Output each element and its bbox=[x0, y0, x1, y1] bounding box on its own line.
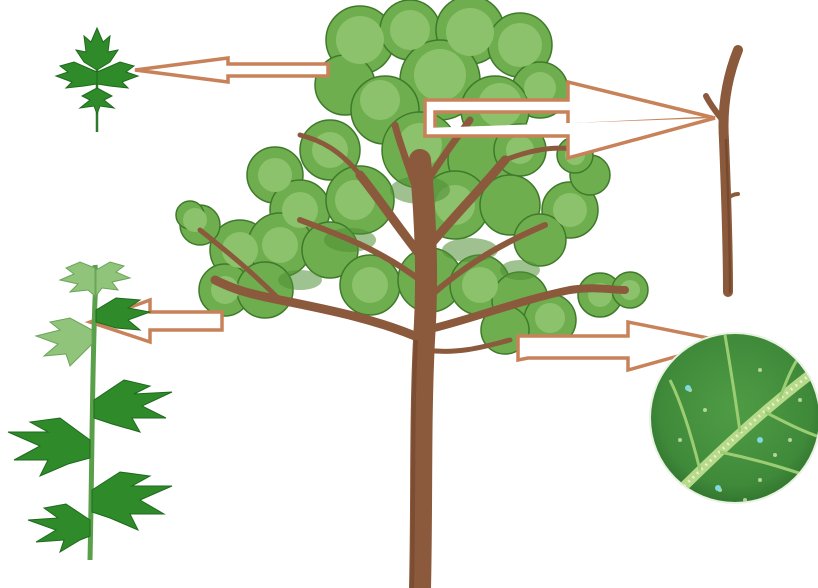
single-leaf bbox=[56, 28, 138, 132]
arrow-to-single-leaf bbox=[135, 58, 328, 82]
leaf-surface-magnified bbox=[649, 332, 818, 520]
twig bbox=[706, 50, 738, 292]
